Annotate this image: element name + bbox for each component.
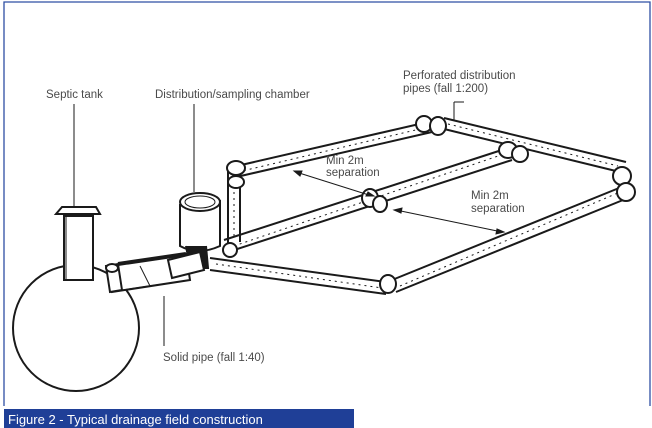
- frame-border: [3, 1, 651, 406]
- distribution-chamber-shape: [166, 192, 221, 280]
- label-separation-1-line2: separation: [326, 167, 380, 179]
- septic-tank-shape: [12, 206, 140, 392]
- separation-arrows: [292, 170, 506, 235]
- label-solid-pipe: Solid pipe (fall 1:40): [163, 352, 265, 364]
- label-distribution-chamber: Distribution/sampling chamber: [155, 89, 310, 101]
- label-perforated-pipes-line1: Perforated distribution: [403, 70, 516, 82]
- label-separation-1-line1: Min 2m: [326, 155, 364, 167]
- label-separation-2-line1: Min 2m: [471, 190, 509, 202]
- figure-caption: Figure 2 - Typical drainage field constr…: [4, 409, 354, 428]
- label-separation-2-line2: separation: [471, 203, 525, 215]
- label-perforated-pipes-line2: pipes (fall 1:200): [403, 83, 489, 95]
- pipe-couplings: [222, 115, 636, 294]
- label-septic-tank: Septic tank: [46, 89, 103, 101]
- leader-lines: [73, 101, 464, 346]
- perforated-pipe-network: [209, 117, 629, 295]
